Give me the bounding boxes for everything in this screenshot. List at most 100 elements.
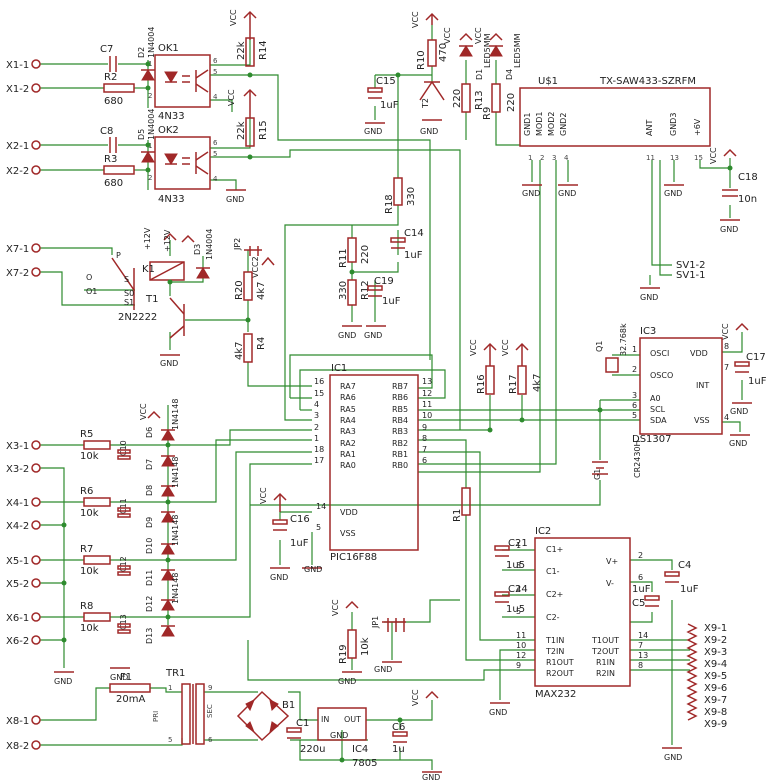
svg-text:1N4148: 1N4148 (171, 515, 180, 546)
svg-text:A0: A0 (650, 394, 661, 403)
svg-text:GND: GND (226, 195, 244, 204)
terminal-x2-1[interactable]: X2-1 (6, 140, 41, 152)
svg-text:3: 3 (632, 391, 637, 400)
gnd-symbol: GND (558, 184, 578, 198)
terminal-x5-1[interactable]: X5-1 (6, 555, 41, 567)
svg-text:U$1: U$1 (538, 76, 558, 87)
svg-text:D1: D1 (475, 69, 484, 80)
vcc-symbol: VCC (469, 339, 497, 366)
svg-text:T1IN: T1IN (545, 636, 564, 645)
connector-x9: X9-1 X9-2 X9-3 X9-4 X9-5 X9-6 X9-7 X9-8 … (686, 623, 727, 730)
terminal-x6-2[interactable]: X6-2 (6, 635, 41, 647)
relay-k1: K1 P S O S0 O1 S1 (86, 251, 185, 310)
svg-text:R18: R18 (384, 194, 395, 214)
vcc-symbol: VCC (709, 147, 737, 164)
svg-text:R5: R5 (80, 429, 93, 440)
svg-text:GND: GND (664, 189, 682, 198)
svg-text:RA5: RA5 (340, 405, 356, 414)
svg-text:220: 220 (452, 89, 463, 108)
svg-text:C1: C1 (296, 718, 309, 729)
terminal-x8-1[interactable]: X8-1 (6, 715, 41, 727)
svg-text:RA2: RA2 (340, 439, 356, 448)
svg-text:GND: GND (720, 225, 738, 234)
terminal-x6-1[interactable]: X6-1 (6, 612, 41, 624)
terminal-x4-1[interactable]: X4-1 (6, 497, 41, 509)
svg-text:X9-7: X9-7 (704, 695, 727, 706)
svg-text:X3-1: X3-1 (6, 441, 29, 452)
gnd-symbol: GND (338, 325, 362, 340)
svg-text:D8: D8 (145, 485, 154, 496)
svg-text:9: 9 (208, 684, 212, 692)
svg-text:5: 5 (168, 736, 172, 744)
terminal-x3-2[interactable]: X3-2 (6, 463, 41, 475)
svg-text:1N4148: 1N4148 (171, 399, 180, 430)
svg-text:OSCO: OSCO (650, 371, 673, 380)
regulator-ic4: IN OUT GND IC4 7805 (317, 707, 377, 769)
svg-text:2: 2 (314, 423, 319, 432)
svg-text:X9-4: X9-4 (704, 659, 727, 670)
svg-text:GND2: GND2 (559, 113, 568, 136)
svg-text:R2IN: R2IN (596, 669, 615, 678)
svg-text:11: 11 (422, 400, 432, 409)
svg-text:C4: C4 (678, 560, 691, 571)
svg-text:3: 3 (552, 154, 556, 162)
gnd-symbol: GND (270, 567, 290, 582)
svg-text:22k: 22k (236, 41, 247, 60)
terminal-x1-2[interactable]: X1-2 (6, 83, 41, 95)
svg-text:IC1: IC1 (331, 363, 347, 374)
svg-text:GND: GND (330, 731, 348, 740)
vcc-symbol: VCC (229, 9, 257, 40)
svg-text:6: 6 (213, 57, 218, 65)
transformer-tr1: TR1 PRI SEC 1 5 9 6 (152, 668, 214, 745)
svg-text:10: 10 (422, 411, 432, 420)
transistor-t1: T1 2N2222 (118, 294, 185, 339)
svg-text:R8: R8 (80, 601, 93, 612)
terminal-x3-1[interactable]: X3-1 (6, 440, 41, 452)
terminal-x4-2[interactable]: X4-2 (6, 520, 41, 532)
svg-text:C2+: C2+ (546, 590, 563, 599)
gnd-symbol: GND (420, 119, 442, 136)
svg-text:1uF: 1uF (632, 584, 651, 595)
terminal-x2-2[interactable]: X2-2 (6, 165, 41, 177)
svg-text:D5: D5 (137, 129, 146, 140)
svg-text:10k: 10k (80, 451, 99, 462)
svg-text:DS1307: DS1307 (632, 434, 672, 445)
svg-text:C7: C7 (100, 44, 113, 55)
svg-text:RB2: RB2 (392, 439, 408, 448)
svg-text:PRI: PRI (152, 711, 160, 722)
svg-text:GND: GND (110, 673, 128, 682)
gnd-symbol: GND (364, 122, 385, 136)
gnd-symbol: GND (160, 354, 180, 368)
svg-text:X3-2: X3-2 (6, 464, 29, 475)
terminal-x1-1[interactable]: X1-1 (6, 59, 41, 71)
svg-text:6: 6 (208, 736, 213, 744)
svg-text:T1OUT: T1OUT (591, 636, 619, 645)
bridge-b1: B1 (236, 690, 295, 742)
svg-text:10: 10 (516, 641, 526, 650)
svg-text:2: 2 (148, 92, 152, 100)
jumper-jp1[interactable]: JP1 (371, 616, 406, 632)
terminal-x7-1[interactable]: X7-1 (6, 243, 41, 255)
svg-text:T2OUT: T2OUT (591, 647, 619, 656)
gnd-symbol: GND (54, 671, 74, 686)
svg-text:4: 4 (213, 175, 218, 183)
junctions (61, 61, 733, 763)
svg-text:PIC16F88: PIC16F88 (330, 552, 377, 563)
terminal-x5-2[interactable]: X5-2 (6, 578, 41, 590)
svg-text:330: 330 (338, 281, 349, 300)
svg-text:8: 8 (422, 434, 427, 443)
svg-text:D6: D6 (145, 427, 154, 438)
terminal-x7-2[interactable]: X7-2 (6, 267, 41, 279)
svg-text:RA7: RA7 (340, 382, 356, 391)
terminal-x8-2[interactable]: X8-2 (6, 740, 41, 752)
svg-text:GND3: GND3 (669, 113, 678, 136)
svg-text:8: 8 (638, 661, 643, 670)
svg-text:2: 2 (148, 174, 152, 182)
